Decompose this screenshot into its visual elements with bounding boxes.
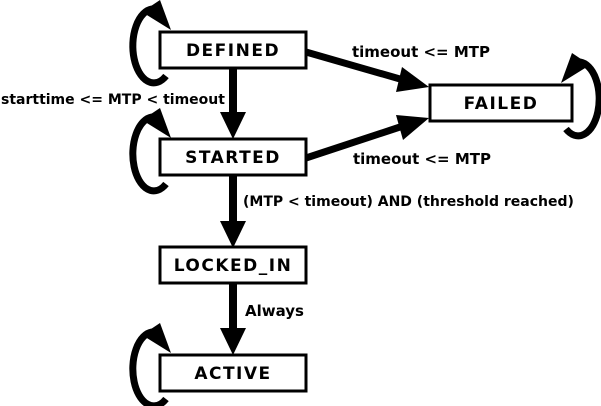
arrowhead-started-lockedin xyxy=(220,221,246,248)
arrowhead-defined-started xyxy=(220,112,246,139)
arrowhead-lockedin-active xyxy=(220,328,246,355)
transition-label-started-failed: timeout <= MTP xyxy=(353,150,491,168)
state-box-started xyxy=(158,137,308,177)
self-loop-defined xyxy=(129,5,169,87)
self-loop-failed xyxy=(563,58,601,140)
self-loop-arrowhead-started xyxy=(142,108,171,138)
transition-label-lockedin-active: Always xyxy=(245,302,304,320)
state-box-active xyxy=(158,353,308,393)
state-box-defined xyxy=(158,30,308,70)
self-loop-arrowhead-failed xyxy=(561,53,590,83)
arrowhead-started-failed xyxy=(396,115,429,140)
arrowhead-defined-failed xyxy=(396,67,429,92)
self-loop-started xyxy=(129,113,169,195)
state-box-failed xyxy=(428,83,574,123)
state-label-active: ACTIVE xyxy=(194,364,271,384)
self-loop-arrowhead-active xyxy=(142,323,171,353)
transition-label-started-lockedin: (MTP < timeout) AND (threshold reached) xyxy=(243,194,574,210)
self-loop-arrowhead-defined xyxy=(142,0,171,30)
state-label-defined: DEFINED xyxy=(186,41,280,61)
transition-label-defined-started: starttime <= MTP < timeout xyxy=(1,92,225,108)
transition-label-defined-failed: timeout <= MTP xyxy=(352,43,490,61)
state-label-started: STARTED xyxy=(185,148,281,168)
state-label-failed: FAILED xyxy=(464,94,539,114)
state-label-locked-in: LOCKED_IN xyxy=(174,256,293,276)
transition-defined-failed-line xyxy=(305,48,401,83)
transition-started-failed-line xyxy=(304,123,402,162)
state-box-locked-in xyxy=(158,245,308,285)
